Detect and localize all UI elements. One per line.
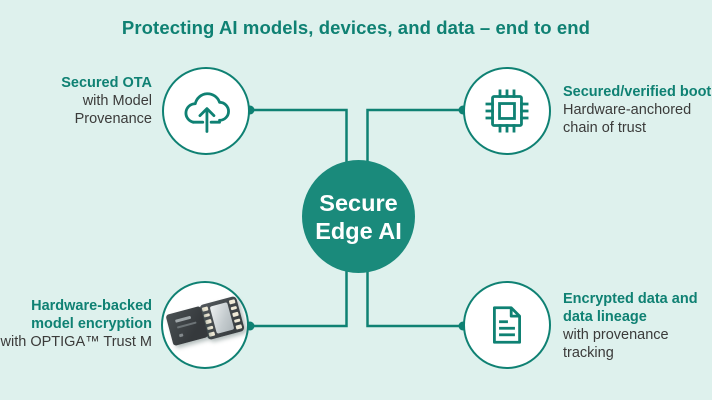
node-circle-secured-boot — [463, 67, 551, 155]
label-secured-boot: Secured/verified boot Hardware-anchored … — [563, 84, 712, 136]
label-secured-ota: Secured OTA with Model Provenance — [61, 75, 152, 127]
center-hub: Secure Edge AI — [302, 160, 415, 273]
node-circle-encrypted-data — [463, 281, 551, 369]
chip-package-front — [165, 305, 209, 347]
optiga-chip-photo — [165, 295, 246, 354]
center-hub-line2: Edge AI — [315, 217, 402, 244]
label-encrypted-data: Encrypted data and data lineage with pro… — [563, 291, 698, 361]
center-hub-line1: Secure — [319, 189, 398, 216]
document-icon — [493, 306, 521, 344]
diagram-title: Protecting AI models, devices, and data … — [121, 17, 591, 38]
chip-icon — [485, 89, 529, 133]
label-encrypted-data-title1: Encrypted data and — [563, 291, 698, 307]
label-model-encryption: Hardware-backed model encryption with OP… — [0, 298, 152, 350]
label-model-encryption-title1: Hardware-backed — [31, 298, 152, 314]
label-encrypted-data-title2: data lineage — [563, 309, 647, 325]
node-circle-secured-ota — [162, 67, 250, 155]
label-model-encryption-title2: model encryption — [31, 316, 152, 332]
label-secured-ota-title: Secured OTA — [61, 75, 152, 91]
label-secured-boot-title: Secured/verified boot — [563, 84, 712, 100]
cloud-upload-icon — [184, 92, 230, 133]
node-circle-optiga — [161, 281, 249, 369]
